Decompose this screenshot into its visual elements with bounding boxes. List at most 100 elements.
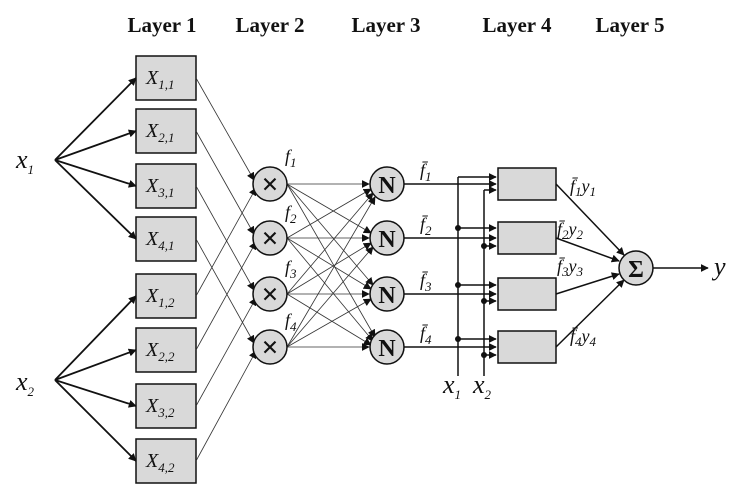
link-p4-n2: [286, 246, 374, 348]
rule-box-1: [497, 167, 557, 201]
svg-text:X3,2: X3,2: [145, 395, 175, 420]
svg-text:N: N: [378, 283, 396, 309]
bus-x1-label: x1: [442, 370, 461, 402]
link-p3-n1: [286, 192, 374, 295]
input-buses: [457, 173, 497, 376]
rule-box-4: [497, 330, 557, 364]
arrow-x2-to-mf32: [54, 379, 137, 408]
svg-text:X2,1: X2,1: [145, 120, 174, 145]
layer-3-title: Layer 3: [351, 13, 420, 37]
layer-1-title: Layer 1: [127, 13, 196, 37]
link-mf11-prod1: [195, 77, 255, 181]
layer-1-boxes: X1,1 X2,1 X3,1 X4,1 X1,2 X2,2 X3,2 X4,2: [135, 55, 197, 484]
firing-strength-label-2: f2: [285, 202, 297, 226]
link-mf31-prod3: [195, 185, 255, 291]
input-x1-label: x1: [15, 145, 34, 177]
link-mf42-prod4: [195, 350, 257, 462]
svg-text:X2,2: X2,2: [145, 339, 175, 364]
firing-strength-label-4: f4: [285, 310, 297, 334]
link-rule4-sum: [555, 279, 625, 348]
norm-node-4: N: [369, 329, 405, 365]
firing-strength-label-1: f1: [285, 146, 297, 170]
link-p1-n4: [286, 183, 376, 338]
normalized-label-3: f̄3: [420, 270, 432, 294]
norm-node-2: N: [369, 220, 405, 256]
product-node-1: ×: [252, 166, 288, 202]
svg-text:X3,1: X3,1: [145, 175, 174, 200]
normalized-label-2: f̄2: [420, 214, 432, 238]
layer2-to-layer3-links: [286, 180, 376, 351]
arrow-x2-to-mf12: [54, 295, 137, 381]
product-node-4: ×: [252, 329, 288, 365]
link-rule3-sum: [555, 272, 620, 295]
mf-box-x22: X2,2: [135, 327, 197, 373]
layer3-to-layer4-links: [404, 180, 497, 351]
link-p3-n4: [286, 293, 372, 346]
input-x1-arrows: [54, 77, 137, 240]
svg-text:X4,1: X4,1: [145, 228, 174, 253]
rule-output-label-3: f̄3y3: [557, 256, 584, 279]
mf-box-x11: X1,1: [135, 55, 197, 101]
layer-3-nodes: N N N N f̄1 f̄2 f̄3 f̄4: [369, 160, 432, 365]
norm-node-1: N: [369, 166, 405, 202]
link-p4-n1: [286, 196, 376, 348]
bus-x2-label: x2: [472, 370, 492, 402]
times-icon: ×: [261, 222, 278, 255]
link-mf12-prod1: [195, 187, 257, 297]
link-p2-n1: [286, 188, 372, 239]
rule-output-label-4: f̄4y4: [570, 326, 597, 349]
link-p2-n3: [286, 237, 372, 290]
mf-box-x31: X3,1: [135, 163, 197, 209]
times-icon: ×: [261, 331, 278, 364]
product-node-2: ×: [252, 220, 288, 256]
times-icon: ×: [261, 168, 278, 201]
rule-output-label-1: f̄1y1: [570, 176, 596, 199]
rule-output-label-2: f̄2y2: [557, 219, 584, 242]
svg-text:N: N: [378, 227, 396, 253]
mf-box-x12: X1,2: [135, 273, 197, 319]
mf-box-x32: X3,2: [135, 383, 197, 429]
rule-box-3: [497, 277, 557, 311]
normalized-label-4: f̄4: [420, 323, 432, 347]
input-x2-arrows: [54, 295, 137, 462]
norm-node-3: N: [369, 276, 405, 312]
bus-junctions: [455, 225, 487, 358]
link-mf32-prod3: [195, 297, 257, 407]
arrow-x1-to-mf31: [54, 159, 137, 188]
svg-text:X1,2: X1,2: [145, 285, 175, 310]
link-rule1-sum: [555, 183, 625, 256]
arrow-x1-to-mf11: [54, 77, 137, 161]
layer-4-boxes: [497, 167, 557, 364]
normalized-label-1: f̄1: [420, 160, 432, 184]
product-node-3: ×: [252, 276, 288, 312]
rule-box-2: [497, 221, 557, 255]
link-p2-n4: [286, 237, 374, 342]
sum-node: Σ: [618, 250, 654, 286]
svg-text:N: N: [378, 336, 396, 362]
output-y-label: y: [711, 252, 726, 281]
link-rule2-sum: [555, 237, 620, 263]
link-p3-n2: [286, 242, 372, 295]
mf-box-x41: X4,1: [135, 216, 197, 262]
layer1-to-layer2-links: [195, 77, 257, 462]
mf-box-x21: X2,1: [135, 108, 197, 154]
link-mf22-prod2: [195, 241, 257, 351]
arrow-x2-to-mf42: [54, 379, 137, 462]
layer-4-title: Layer 4: [482, 13, 552, 37]
layer-2-nodes: × × × × f1 f2 f3 f4: [252, 146, 297, 365]
link-p1-n2: [286, 183, 372, 234]
layer-2-title: Layer 2: [235, 13, 304, 37]
layer-5-title: Layer 5: [595, 13, 664, 37]
times-icon: ×: [261, 278, 278, 311]
firing-strength-label-3: f3: [285, 257, 297, 281]
mf-box-x42: X4,2: [135, 438, 197, 484]
link-mf41-prod4: [195, 238, 255, 344]
svg-text:N: N: [378, 173, 396, 199]
link-p1-n3: [286, 183, 374, 286]
input-x2-label: x2: [15, 367, 35, 399]
link-mf21-prod2: [195, 130, 255, 235]
sigma-icon: Σ: [628, 257, 644, 283]
svg-text:X4,2: X4,2: [145, 450, 175, 475]
link-p4-n3: [286, 298, 372, 348]
